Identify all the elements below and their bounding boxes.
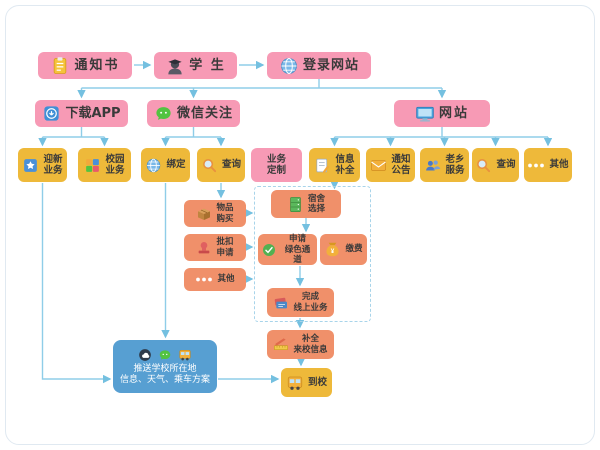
- node-notice-letter: 通知书: [38, 52, 132, 79]
- green-channel-icon: [261, 242, 277, 258]
- node-bind: 绑定: [141, 148, 190, 182]
- node-service-custom: 业务 定制: [251, 148, 302, 182]
- node-campus-service: 校园 业务: [78, 148, 131, 182]
- node-label: 微信关注: [176, 105, 233, 121]
- node-label: 查询: [496, 159, 516, 171]
- app-download-icon: [42, 104, 61, 123]
- node-website: 网站: [394, 100, 490, 127]
- node-arrive-school: 到校: [281, 368, 332, 397]
- magnifier-icon: [201, 157, 218, 174]
- push-icons-row: [138, 348, 192, 362]
- node-label: 网站: [438, 105, 469, 121]
- node-label: 到校: [307, 376, 327, 388]
- stamp-icon: [196, 240, 212, 256]
- grid-icon: [84, 157, 101, 174]
- node-label: 申请 绿色通道: [284, 234, 311, 265]
- stacked-cards-icon: [273, 295, 289, 311]
- node-label: 批扣 申请: [216, 237, 234, 258]
- node-info-complete: 信息 补全: [309, 148, 360, 182]
- node-wechat-query: 查询: [197, 148, 245, 182]
- ellipsis-dots-icon: [527, 161, 545, 170]
- magnifier-icon: [475, 157, 492, 174]
- people-icon: [424, 157, 441, 174]
- wechat-icon: [158, 348, 172, 362]
- node-label: 其他: [217, 274, 235, 285]
- node-green-channel: 申请 绿色通道: [258, 234, 317, 265]
- node-web-other: 其他: [524, 148, 572, 182]
- node-label: 校园 业务: [105, 153, 125, 176]
- node-label: 老乡 服务: [445, 153, 465, 176]
- node-left-other: 其他: [184, 268, 246, 291]
- ellipsis-dots-icon: [195, 275, 213, 284]
- wechat-icon: [154, 104, 173, 123]
- business-custom-dashed-region: [254, 186, 371, 322]
- node-notice-board: 通知 公告: [366, 148, 415, 182]
- node-label: 学 生: [189, 57, 226, 73]
- node-label: 下载APP: [65, 105, 121, 121]
- node-label: 登录网站: [302, 57, 359, 73]
- star-badge-icon: [22, 157, 39, 174]
- monitor-icon: [415, 104, 435, 124]
- node-label: 物品 购买: [216, 203, 234, 224]
- node-welcome-service: 迎新 业务: [18, 148, 67, 182]
- node-label: 其他: [549, 159, 569, 171]
- node-batch-deduct: 批扣 申请: [184, 234, 246, 261]
- node-label: 补全 来校信息: [293, 334, 328, 355]
- node-student: 学 生: [154, 52, 237, 79]
- node-wechat-follow: 微信关注: [147, 100, 240, 127]
- node-label: 完成 线上业务: [293, 292, 328, 313]
- node-login-website: 登录网站: [267, 52, 371, 79]
- node-label: 通知书: [74, 57, 120, 73]
- node-label: 查询: [221, 159, 241, 171]
- node-pay-fee: 缴费: [320, 234, 367, 265]
- node-label: 业务 定制: [266, 153, 286, 176]
- node-finish-online: 完成 线上业务: [267, 288, 334, 317]
- node-label: 迎新 业务: [43, 153, 63, 176]
- node-arrival-info: 补全 来校信息: [267, 330, 334, 359]
- node-label: 绑定: [166, 159, 186, 171]
- canvas-frame: [5, 5, 595, 445]
- node-label: 通知 公告: [391, 153, 411, 176]
- pencil-ruler-icon: [273, 337, 289, 353]
- student-icon: [165, 56, 185, 76]
- package-box-icon: [196, 206, 212, 222]
- node-dorm-select: 宿舍 选择: [271, 190, 341, 218]
- node-download-app: 下载APP: [35, 100, 128, 127]
- node-web-query: 查询: [472, 148, 519, 182]
- node-push-info: 推送学校所在地 信息、天气、乘车方案: [113, 340, 217, 393]
- locker-icon: [287, 196, 304, 213]
- node-hometown-service: 老乡 服务: [420, 148, 469, 182]
- bus-icon: [286, 374, 304, 392]
- node-label: 缴费: [345, 244, 363, 255]
- node-goods-buy: 物品 购买: [184, 200, 246, 227]
- node-label: 宿舍 选择: [307, 193, 325, 214]
- bus-icon: [178, 348, 192, 362]
- weather-icon: [138, 348, 152, 362]
- node-label: 推送学校所在地 信息、天气、乘车方案: [119, 363, 210, 385]
- clipboard-icon: [50, 56, 70, 76]
- node-label: 信息 补全: [335, 153, 355, 176]
- globe-icon: [145, 157, 162, 174]
- form-pencil-icon: [314, 157, 331, 174]
- envelope-icon: [370, 157, 387, 174]
- moneybag-icon: [324, 241, 341, 258]
- globe-icon: [279, 56, 299, 76]
